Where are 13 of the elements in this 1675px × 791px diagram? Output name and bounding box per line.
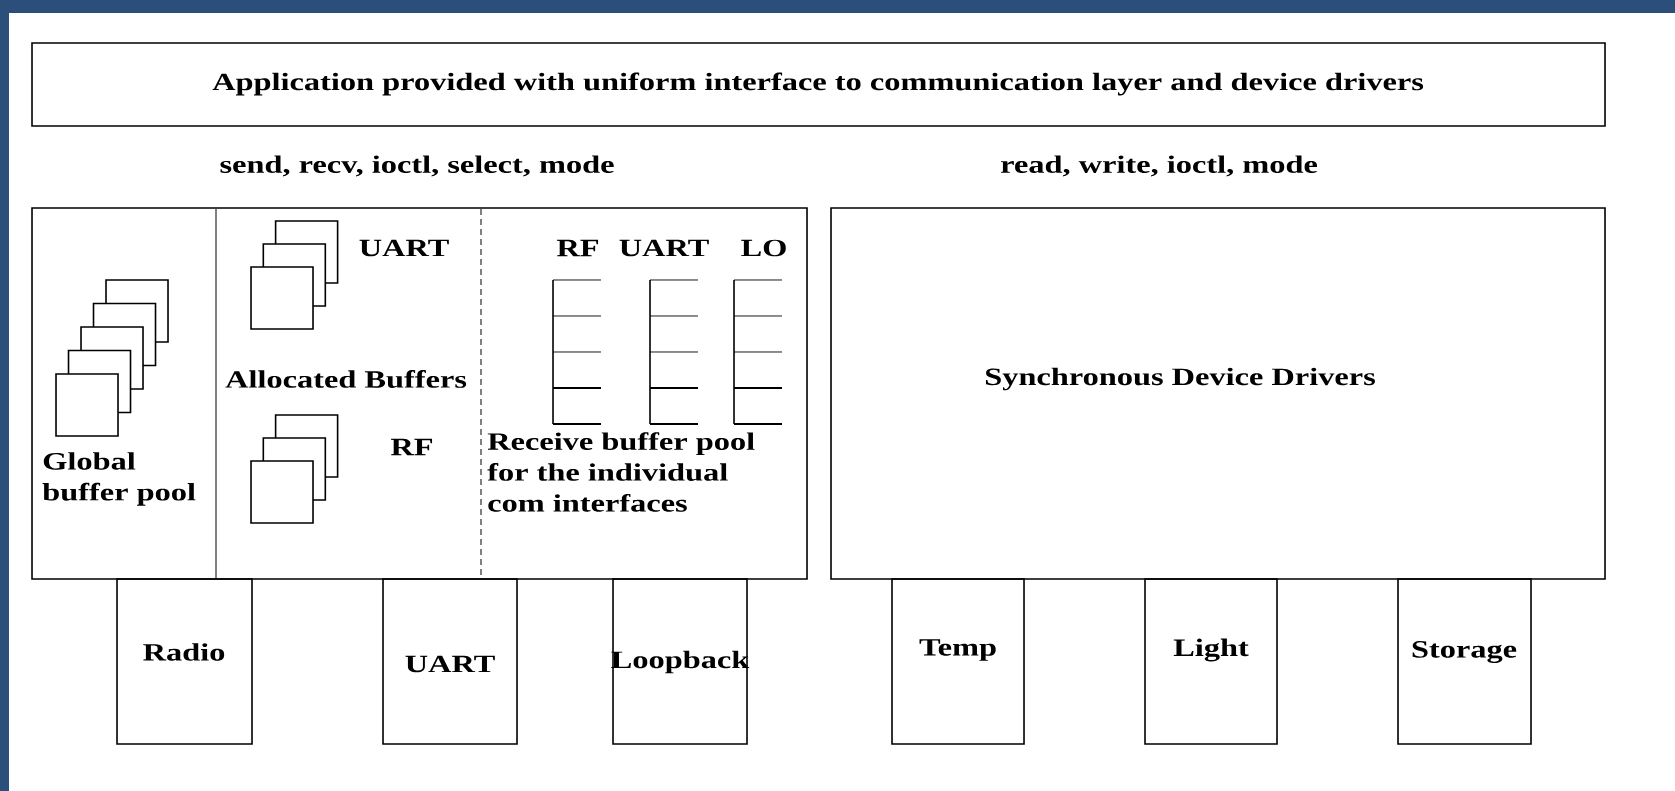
receive-buffer-region: RF UART LO Receive buffer pool for the individual com interfaces: [487, 239, 786, 512]
driver-box: Light: [1144, 578, 1278, 745]
driver-box: UART: [382, 578, 518, 745]
driver-box: Radio: [116, 578, 253, 745]
driver-box: Temp: [891, 578, 1025, 745]
device-drivers-box: Synchronous Device Drivers: [830, 207, 1606, 580]
interface-calls-label: read, write, ioctl, mode: [1001, 155, 1317, 177]
interface-box: Application provided with uniform interface to communication layer and device drivers: [31, 42, 1606, 127]
interface-calls-label: send, recv, ioctl, select, mode: [220, 155, 614, 177]
communication-layer-box: [31, 207, 808, 580]
allocated-buffers-region: UART Allocated Buffers RF: [225, 239, 467, 456]
driver-box: Storage: [1397, 578, 1532, 745]
buffer-pool-region: Global buffer pool: [42, 452, 196, 506]
